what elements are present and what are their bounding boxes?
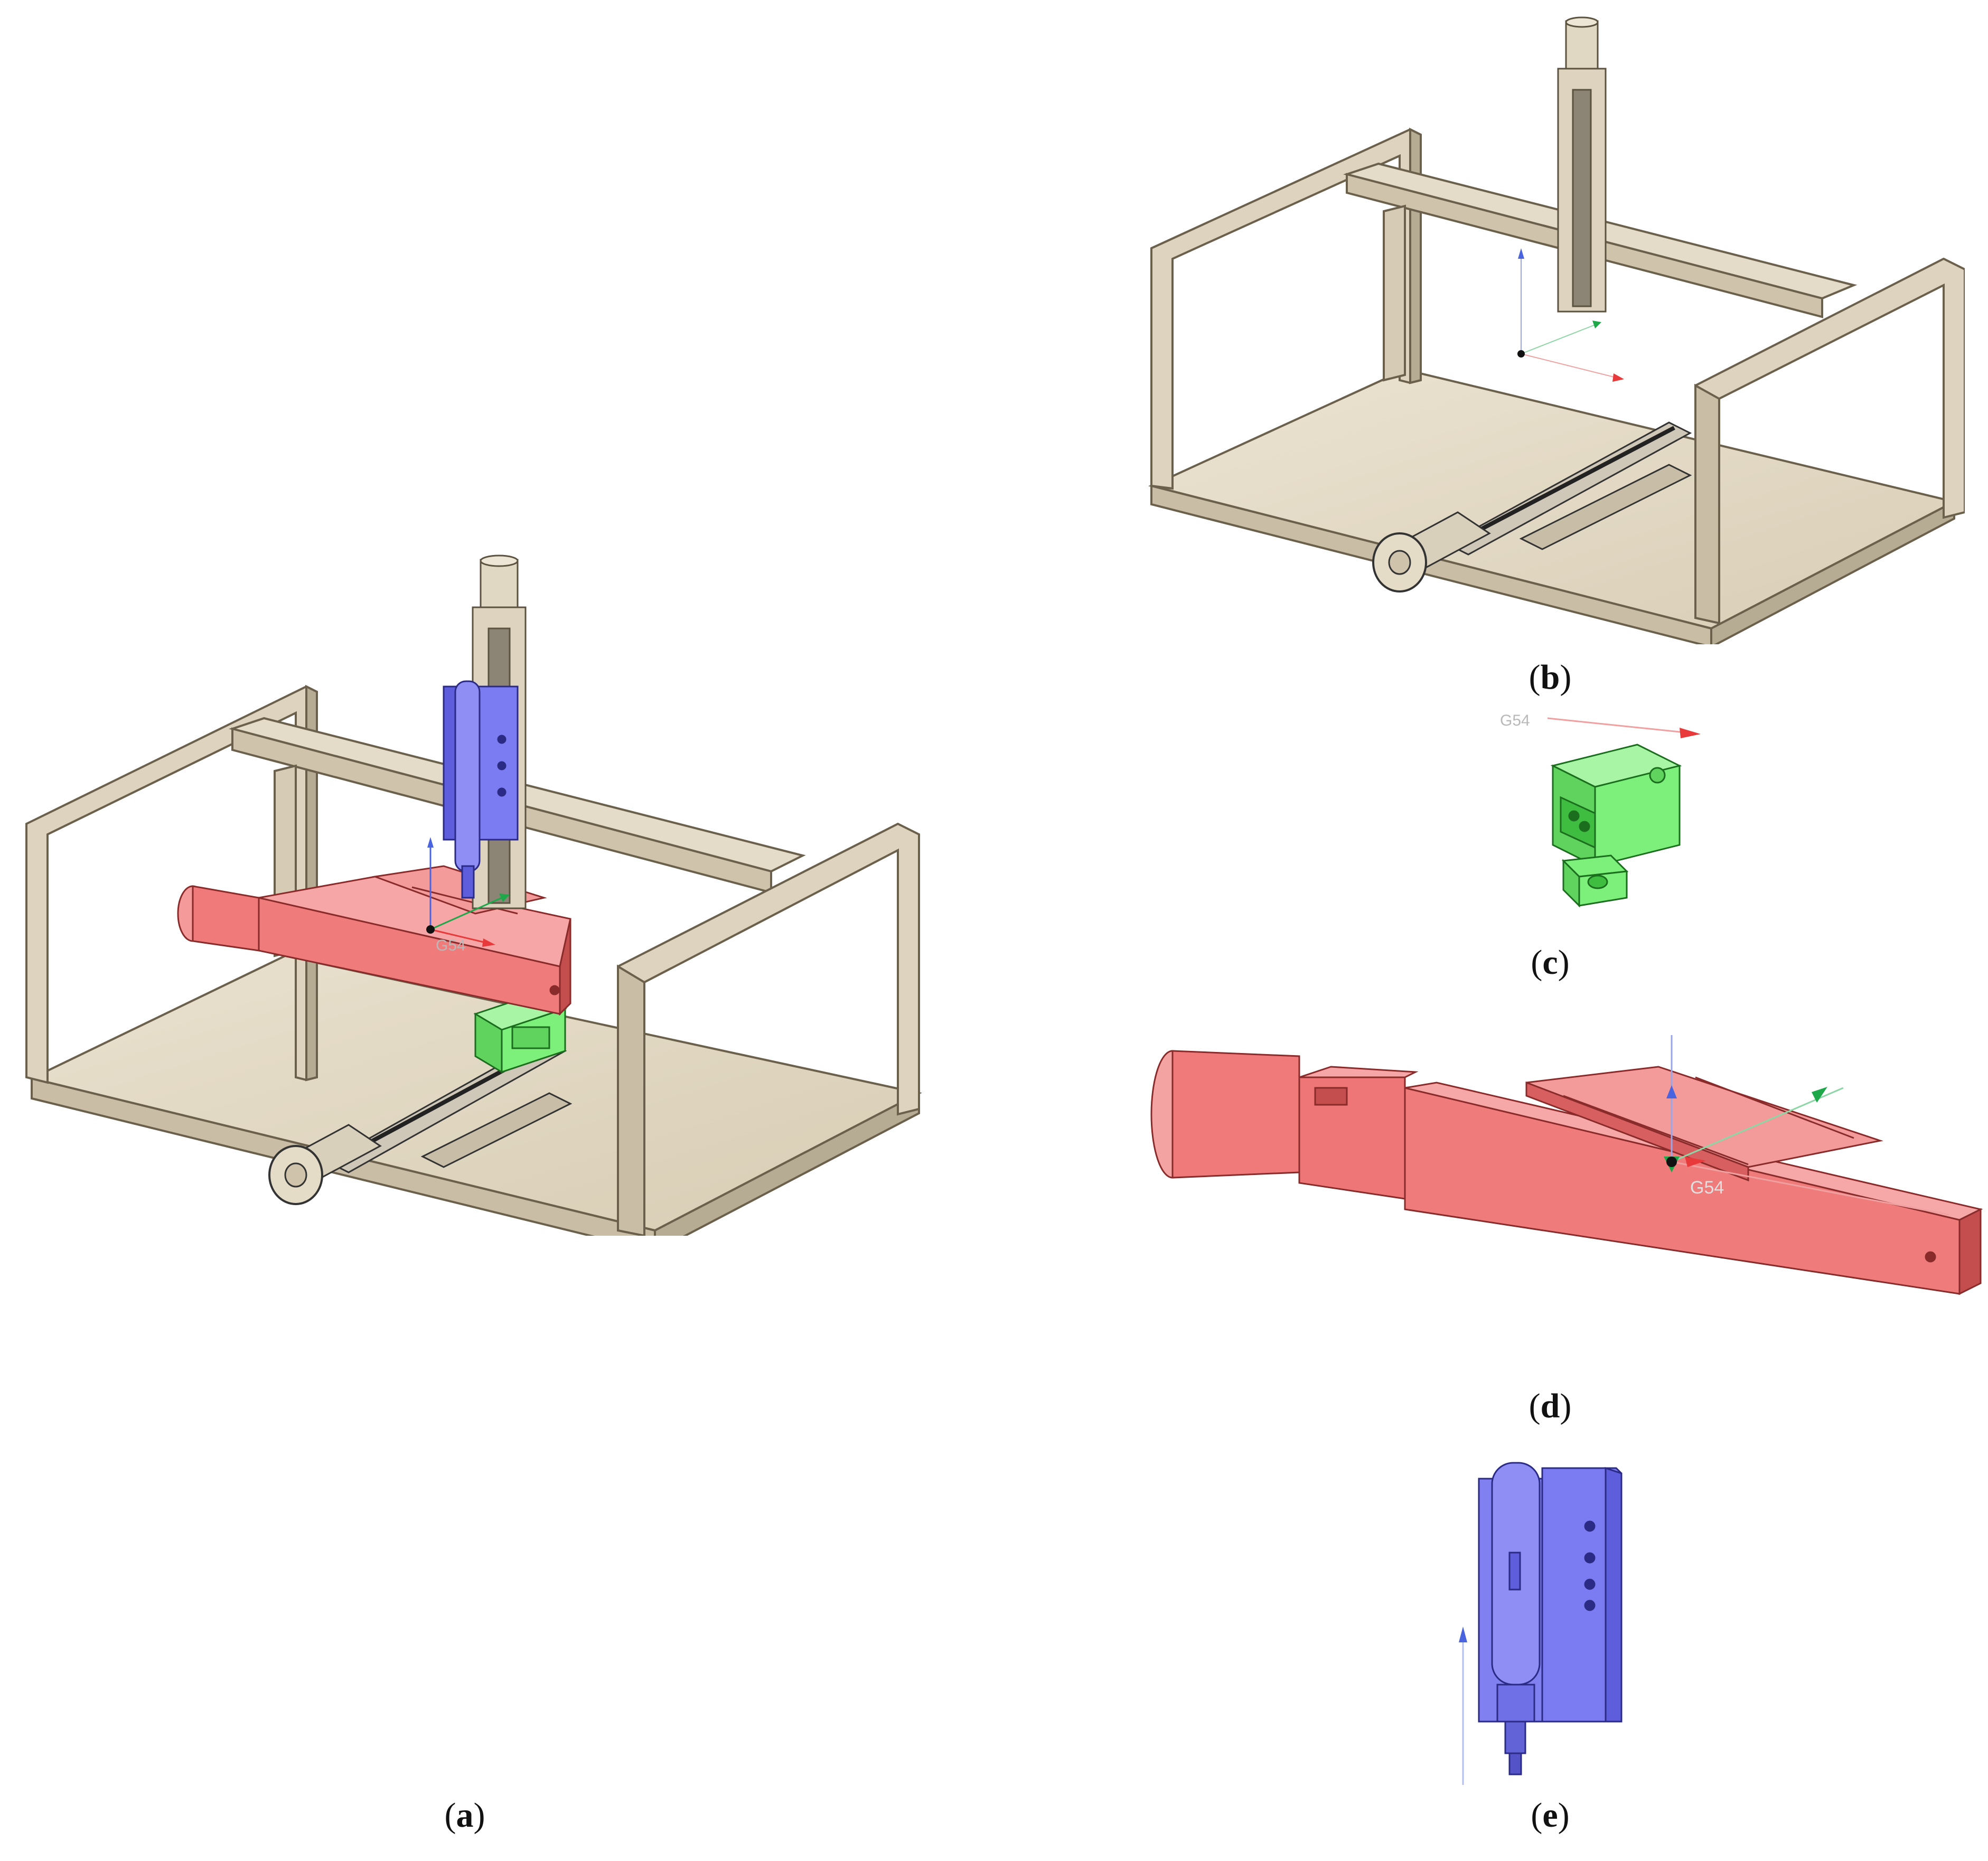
y-axis-rail [325, 1039, 573, 1173]
y-carriage-green [1550, 744, 1682, 908]
caption-e: (e) [1531, 1796, 1570, 1835]
panel-b-frame-and-y-axis [1141, 11, 1965, 644]
origin-label: G54 [1500, 712, 1530, 729]
frame-drawing [1148, 16, 1965, 644]
right-end-frame [617, 822, 920, 1236]
caption-c: (c) [1531, 943, 1570, 982]
z-carriage-blue [1478, 1462, 1623, 1775]
y-motor [268, 1124, 382, 1205]
panel-a-full-assembly: G54 [11, 549, 930, 1236]
left-end-frame [25, 684, 318, 1084]
y-motor [1372, 511, 1491, 593]
panel-d-x-axis: G54 [1141, 1035, 1986, 1373]
z-axis-arrow [1459, 1627, 1467, 1785]
panel-c-y-carriage: G54 [1489, 708, 1732, 919]
coordinate-triad [1517, 248, 1624, 382]
x-axis-assembly [1150, 1050, 1983, 1295]
back-post [1383, 204, 1406, 382]
coordinate-triad: G54 [426, 837, 510, 954]
x-axis-arrow-line [1547, 717, 1691, 734]
x-axis-arrow-head [1680, 728, 1701, 738]
caption-a: (a) [444, 1796, 485, 1835]
y-axis-rail [1445, 421, 1692, 556]
caption-b: (b) [1528, 658, 1572, 697]
z-carriage-blue [443, 680, 519, 899]
z-axis-column [1557, 16, 1607, 313]
z-carriage-drawing [1459, 1462, 1623, 1785]
x-axis-drawing: G54 [1150, 1035, 1983, 1295]
origin-label: G54 [1690, 1178, 1724, 1198]
caption-d: (d) [1528, 1387, 1572, 1425]
panel-e-z-carriage [1447, 1447, 1669, 1785]
coordinate-triad: G54 [1664, 1035, 1949, 1216]
right-end-frame [1694, 257, 1965, 625]
full-assembly-drawing: G54 [25, 554, 922, 1236]
origin-label: G54 [436, 937, 466, 954]
y-carriage-drawing: G54 [1500, 712, 1701, 908]
